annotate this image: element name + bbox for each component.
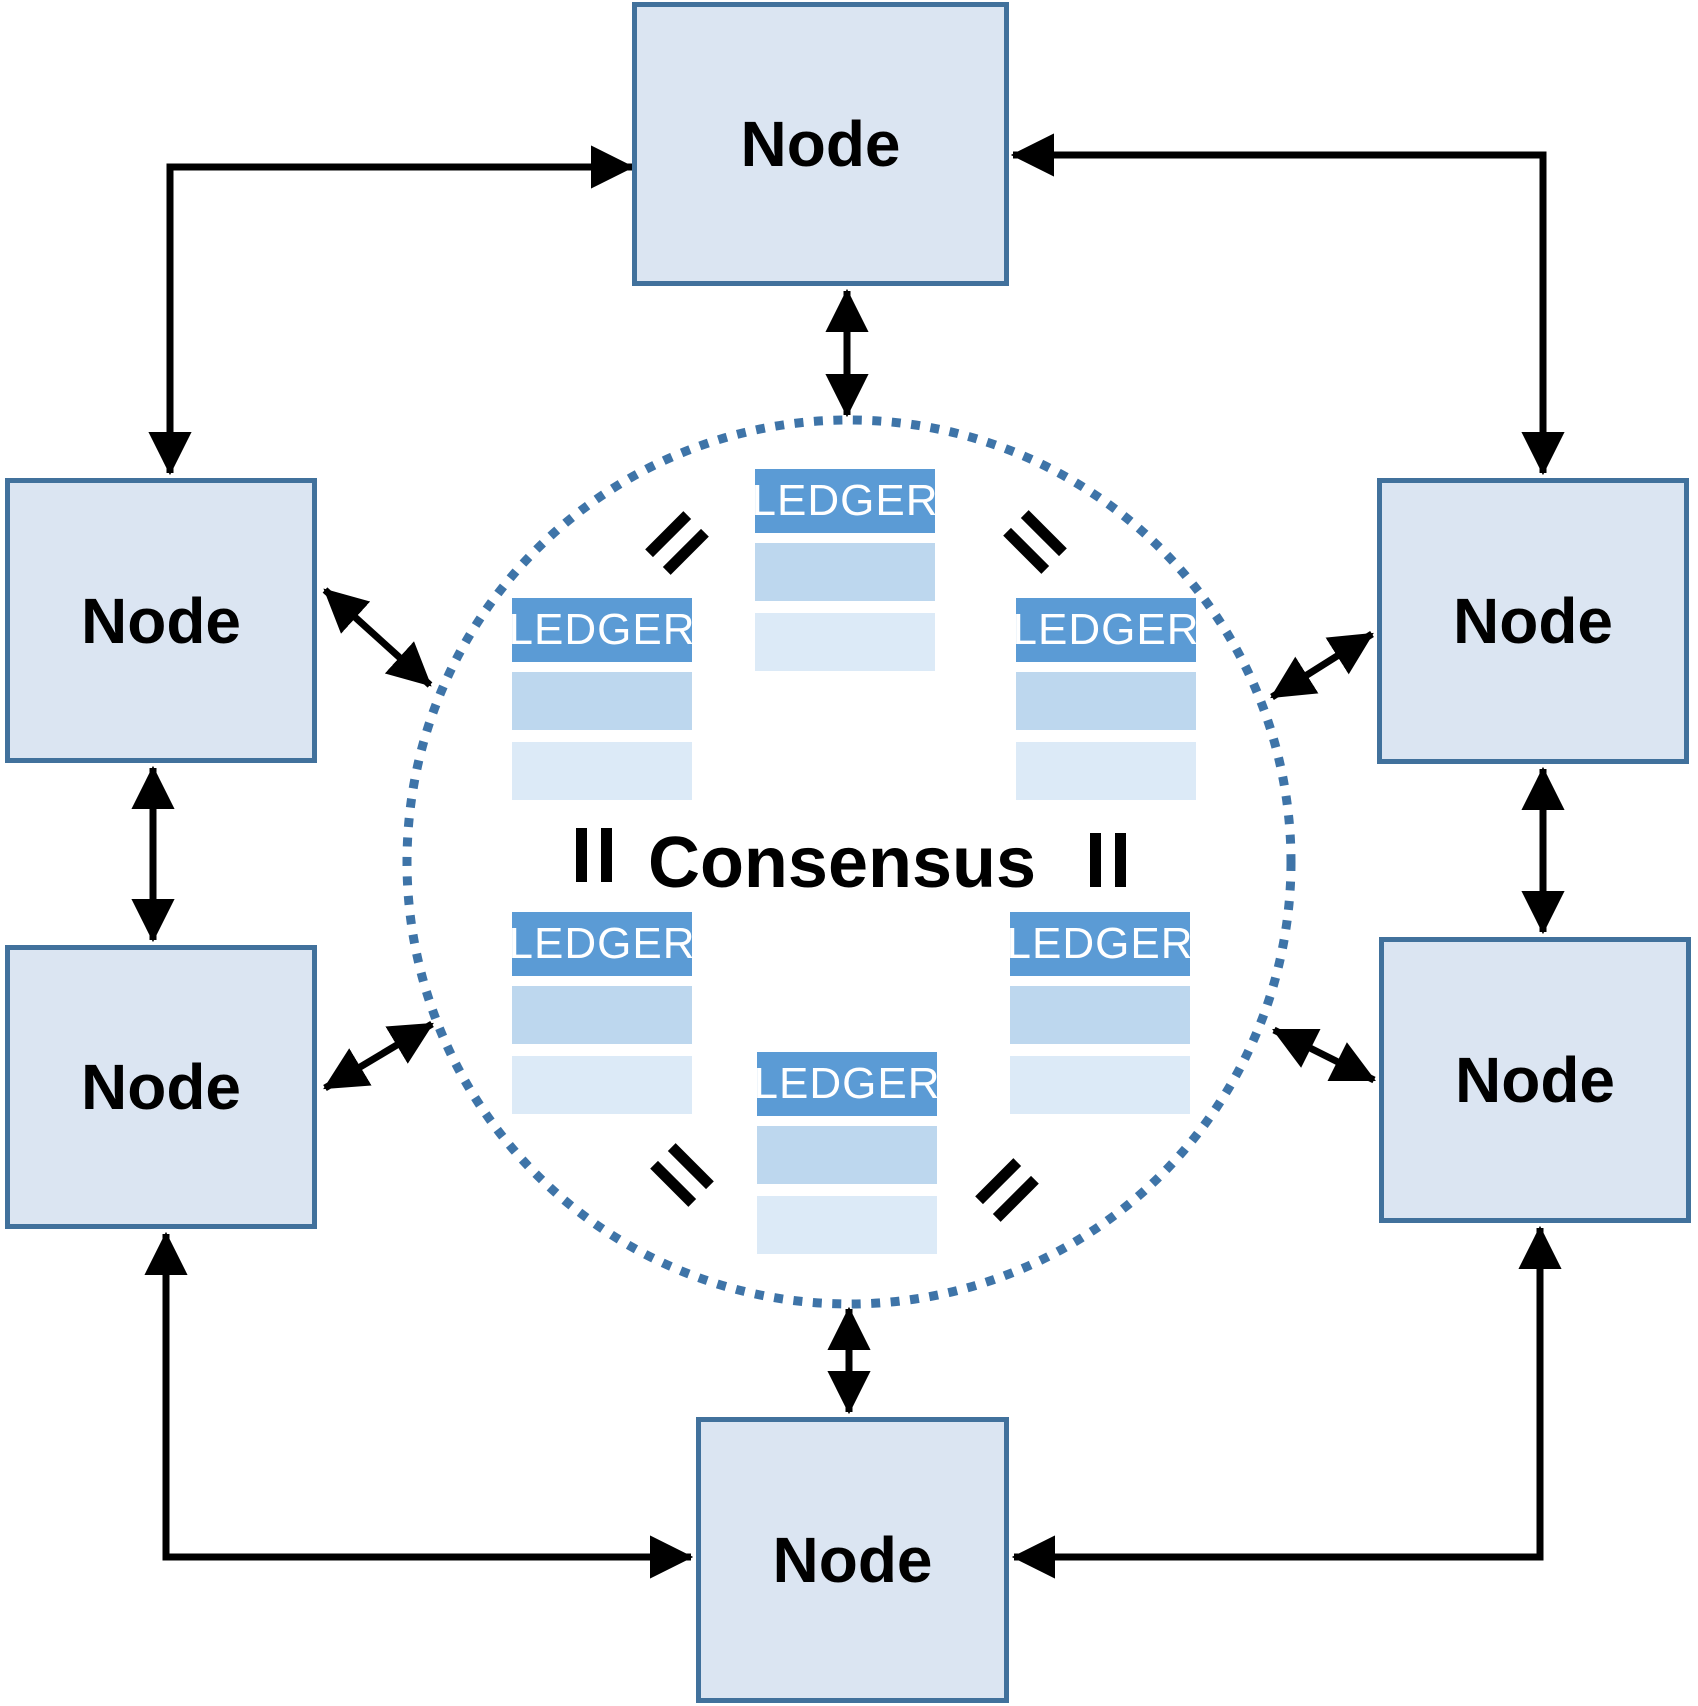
node-label: Node <box>772 1524 933 1596</box>
ledger-upper-right: LEDGER <box>1013 598 1198 800</box>
node-label: Node <box>81 584 241 657</box>
node-label: Node <box>81 1051 241 1123</box>
ledger-header: LEDGER <box>1007 912 1192 976</box>
ledger-row <box>512 1056 692 1114</box>
arrow-lower-left-node-circle <box>323 1020 434 1092</box>
ledger-row <box>512 986 692 1044</box>
node-label: Node <box>1453 585 1613 657</box>
node-upper-left: Node <box>5 478 317 763</box>
equals-icon-right <box>1090 833 1126 887</box>
node-top: Node <box>632 2 1009 286</box>
ledger-row <box>512 742 692 800</box>
ledger-row <box>1010 986 1190 1044</box>
arrow-lower-right-node-circle <box>1272 1026 1376 1084</box>
arrow-upper-left-node-circle <box>322 587 433 688</box>
node-lower-left: Node <box>5 945 317 1229</box>
arrow-elbow-top-right <box>1010 133 1565 476</box>
consensus-label: Consensus <box>647 823 1037 903</box>
ledger-top: LEDGER <box>752 469 937 671</box>
consensus-dotted-circle <box>402 415 1296 1309</box>
ledger-header: LEDGER <box>509 598 694 662</box>
ledger-upper-left: LEDGER <box>509 598 694 800</box>
node-label: Node <box>740 108 901 180</box>
equals-icon-left <box>576 828 612 882</box>
ledger-row <box>512 672 692 730</box>
ledger-header: LEDGER <box>1013 598 1198 662</box>
ledger-lower-right: LEDGER <box>1007 912 1192 1114</box>
ledger-header: LEDGER <box>752 469 937 533</box>
ledger-row <box>1010 1056 1190 1114</box>
arrow-upper-right-node-circle <box>1270 631 1374 700</box>
arrow-elbow-bottom-left <box>144 1231 694 1579</box>
ledger-row <box>755 543 935 601</box>
arrow-elbow-top-left <box>148 145 635 476</box>
ledger-header: LEDGER <box>509 912 694 976</box>
ledger-row <box>757 1126 937 1184</box>
node-bottom: Node <box>696 1417 1009 1703</box>
node-upper-right: Node <box>1377 478 1689 764</box>
ledger-row <box>757 1196 937 1254</box>
node-lower-right: Node <box>1379 937 1691 1223</box>
ledger-header: LEDGER <box>754 1052 939 1116</box>
ledger-lower-left: LEDGER <box>509 912 694 1114</box>
ledger-bottom: LEDGER <box>754 1052 939 1254</box>
arrow-elbow-bottom-right <box>1011 1225 1562 1579</box>
node-label: Node <box>1455 1044 1615 1116</box>
ledger-row <box>755 613 935 671</box>
ledger-row <box>1016 742 1196 800</box>
ledger-row <box>1016 672 1196 730</box>
